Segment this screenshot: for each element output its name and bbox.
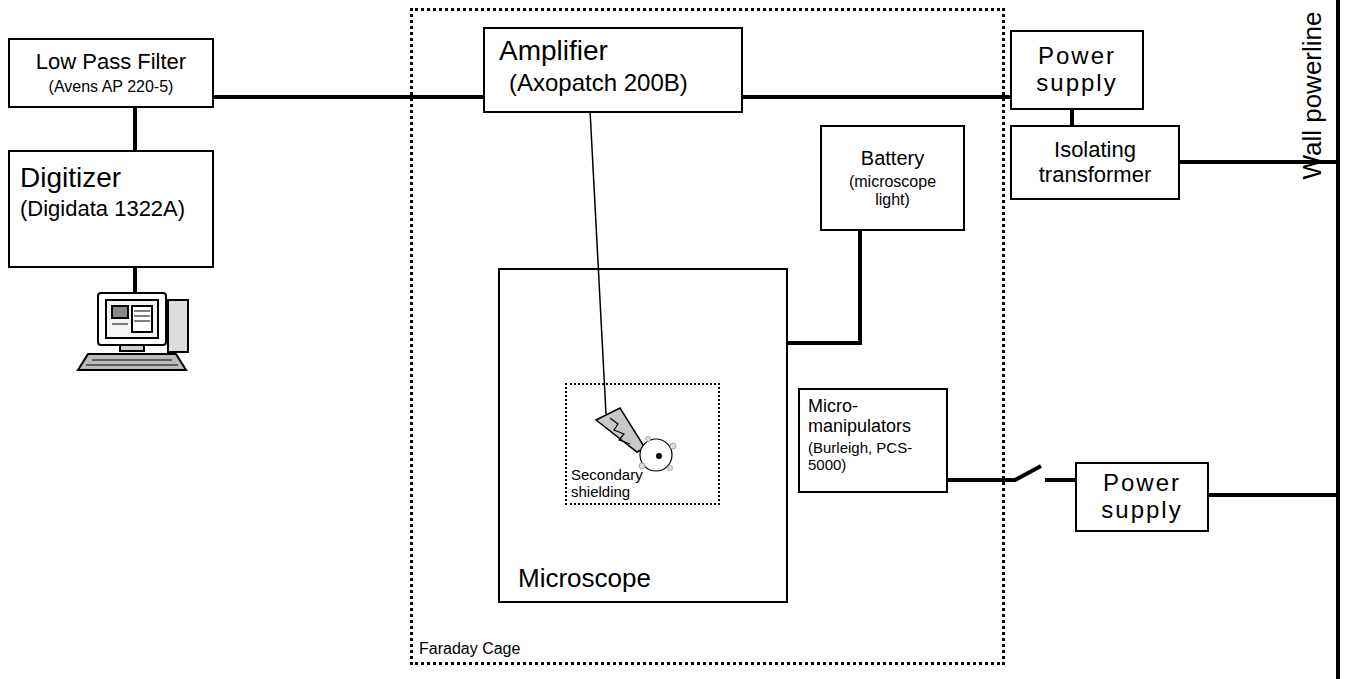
node-title: Microscope xyxy=(518,564,651,593)
cable xyxy=(788,231,860,343)
node-title: Power supply xyxy=(1018,43,1136,97)
cable xyxy=(133,108,137,150)
filter-box: Low Pass Filter (Avens AP 220-5) xyxy=(8,38,214,108)
transformer-box: Isolating transformer xyxy=(1010,125,1180,200)
cable xyxy=(743,95,1010,99)
pipette xyxy=(596,408,645,452)
node-title: Faraday Cage xyxy=(419,640,520,658)
manipulator-box: Micro- manipulators (Burleigh, PCS-5000) xyxy=(798,388,948,493)
node-subtitle: (Avens AP 220-5) xyxy=(49,78,174,96)
node-subtitle: (Axopatch 200B) xyxy=(509,70,688,97)
cable xyxy=(1070,110,1074,125)
node-title: Amplifier xyxy=(499,35,608,66)
digitizer-box: Digitizer (Digidata 1322A) xyxy=(8,150,214,268)
computer-icon xyxy=(78,293,188,370)
node-title: Low Pass Filter xyxy=(36,50,186,75)
node-subtitle: (microscope light) xyxy=(830,173,955,209)
node-title: Micro- manipulators xyxy=(808,396,918,436)
shielding-box: Secondary shielding xyxy=(565,383,720,505)
node-title: Digitizer xyxy=(20,162,121,193)
cable xyxy=(214,95,483,99)
node-title: Battery xyxy=(861,147,924,169)
battery-box: Battery (microscope light) xyxy=(820,125,965,231)
amplifier-box: Amplifier (Axopatch 200B) xyxy=(483,27,743,113)
wall-powerline xyxy=(1336,0,1340,679)
node-subtitle: (Burleigh, PCS-5000) xyxy=(808,440,918,474)
node-subtitle: (Digidata 1322A) xyxy=(20,197,185,222)
electrode-wire xyxy=(590,110,606,414)
node-title: Secondary shielding xyxy=(571,467,651,501)
cell xyxy=(639,437,676,472)
node-title: Power supply xyxy=(1083,470,1201,524)
faraday-cage: Faraday Cage Amplifier (Axopatch 200B) Batt… xyxy=(410,8,1005,665)
power-supply-box: Power supply xyxy=(1010,30,1144,110)
wire xyxy=(1205,493,1338,497)
wall-label: Wall powerline xyxy=(1297,12,1326,180)
microscope-box: Microscope Secondary shielding xyxy=(498,268,788,603)
node-title: Isolating transformer xyxy=(1020,138,1170,187)
power-supply-box: Power supply xyxy=(1075,462,1209,532)
wire xyxy=(133,268,137,293)
switched-cable xyxy=(948,466,1075,480)
